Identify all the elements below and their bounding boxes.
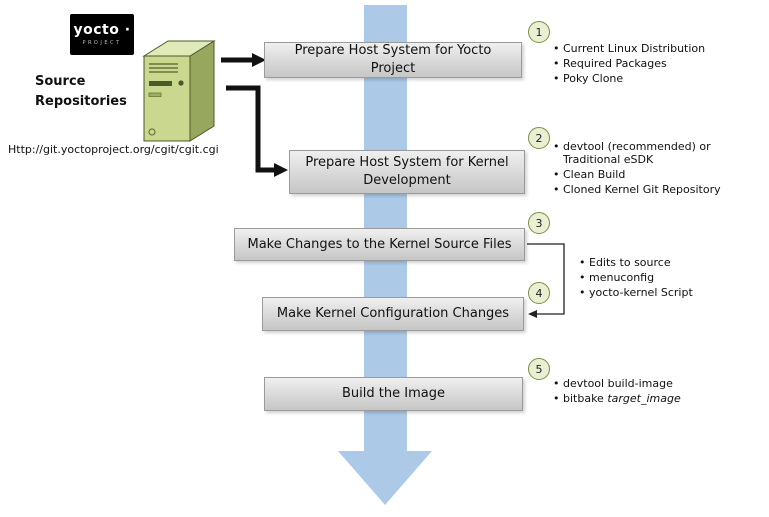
- bullet-text-italic: target_image: [607, 392, 681, 405]
- step-box-label: Prepare Host System for Yocto Project: [294, 43, 492, 76]
- bullet-item: yocto-kernel Script: [578, 286, 693, 299]
- bullet-item: bitbake target_image: [552, 392, 681, 405]
- step-number-2: 2: [528, 127, 550, 149]
- server-icon: [142, 40, 216, 142]
- step-box-label: Make Kernel Configuration Changes: [276, 306, 510, 322]
- bullet-item: Required Packages: [552, 57, 705, 70]
- arrow-server-to-step2: [226, 85, 288, 177]
- step5-bullets: devtool build-image bitbake target_image: [552, 377, 681, 407]
- yocto-logo: yocto · PROJECT: [70, 14, 134, 55]
- step-box-make-config-changes: Make Kernel Configuration Changes: [262, 297, 524, 331]
- bullet-item: menuconfig: [578, 271, 693, 284]
- bullet-text: bitbake: [563, 392, 608, 405]
- bullet-item: devtool build-image: [552, 377, 681, 390]
- bullet-item: Current Linux Distribution: [552, 42, 705, 55]
- bullet-item: Cloned Kernel Git Repository: [552, 183, 742, 196]
- step-box-build-image: Build the Image: [264, 377, 523, 411]
- step-box-label: Prepare Host System for Kernel Developme…: [305, 155, 509, 188]
- step2-bullets: devtool (recommended) or Traditional eSD…: [552, 140, 742, 198]
- arrow-server-to-step1: [221, 53, 266, 67]
- step1-bullets: Current Linux Distribution Required Pack…: [552, 42, 705, 87]
- step-box-prepare-host-yocto: Prepare Host System for Yocto Project: [264, 42, 522, 78]
- step-box-label: Make Changes to the Kernel Source Files: [247, 236, 512, 252]
- yocto-project-label: PROJECT: [82, 40, 122, 46]
- bullet-item: Poky Clone: [552, 72, 705, 85]
- yocto-wordmark: yocto ·: [73, 22, 131, 38]
- step-number-3: 3: [528, 212, 550, 234]
- bullet-item: Clean Build: [552, 168, 742, 181]
- step-box-label: Build the Image: [342, 386, 445, 402]
- source-repositories-url: Http://git.yoctoproject.org/cgit/cgit.cg…: [8, 143, 219, 156]
- steps-3-4-shared-bullets: Edits to source menuconfig yocto-kernel …: [578, 256, 693, 301]
- step-box-make-source-changes: Make Changes to the Kernel Source Files: [234, 228, 525, 261]
- bullet-item: Edits to source: [578, 256, 693, 269]
- step-box-prepare-host-kernel: Prepare Host System for Kernel Developme…: [289, 150, 525, 194]
- step-number-1: 1: [528, 21, 550, 43]
- bullet-item: devtool (recommended) or Traditional eSD…: [552, 140, 742, 166]
- step-number-5: 5: [528, 358, 550, 380]
- bracket-steps-3-4: [527, 243, 565, 318]
- source-repositories-label: Source Repositories: [35, 74, 127, 109]
- step-number-4: 4: [528, 282, 550, 304]
- main-flow-arrow-head: [338, 451, 432, 505]
